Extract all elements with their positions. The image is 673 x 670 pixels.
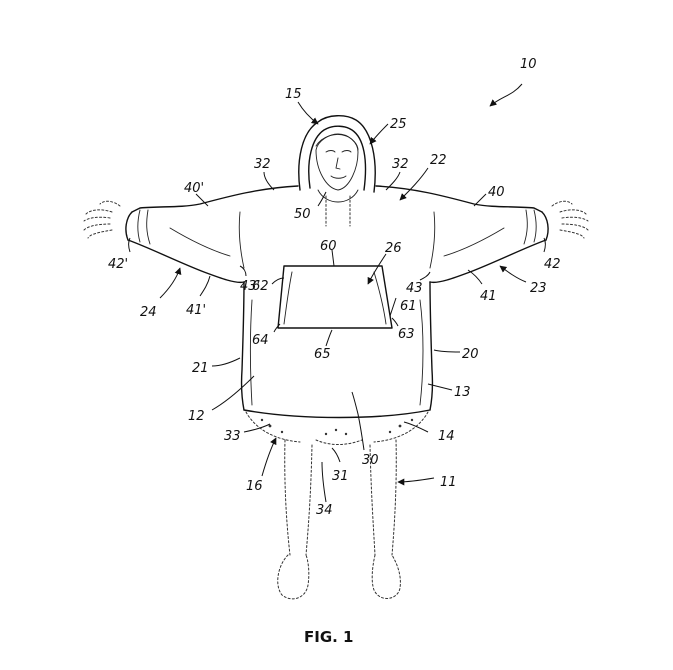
ref-62: 62 [252, 279, 269, 294]
ref-30: 30 [362, 453, 379, 468]
leader-lines [128, 83, 546, 503]
ref-40-prime: 40' [184, 181, 204, 196]
hood [298, 115, 376, 227]
ref-14: 14 [438, 429, 455, 444]
ref-12: 12 [188, 409, 205, 424]
left-sleeve [125, 185, 299, 284]
ref-24: 24 [140, 305, 157, 320]
right-sleeve [375, 185, 549, 284]
ref-41-prime: 41' [186, 303, 206, 318]
person-outline [83, 133, 589, 600]
ref-10: 10 [520, 57, 537, 72]
ref-42-prime: 42' [108, 257, 128, 272]
garment-body [240, 281, 434, 445]
ref-40: 40 [488, 185, 505, 200]
ref-25: 25 [390, 117, 407, 132]
ref-61: 61 [400, 299, 417, 314]
ref-11: 11 [440, 475, 457, 490]
ref-31: 31 [332, 469, 349, 484]
ref-64: 64 [252, 333, 269, 348]
ref-41: 41 [480, 289, 497, 304]
ref-21: 21 [192, 361, 209, 376]
ref-23: 23 [530, 281, 547, 296]
ref-43-prime: 43' [240, 279, 260, 294]
ref-32-left: 32 [254, 157, 271, 172]
ref-15: 15 [285, 87, 302, 102]
ref-34: 34 [316, 503, 333, 518]
ref-42: 42 [544, 257, 561, 272]
front-pocket [277, 265, 393, 329]
ref-22: 22 [430, 153, 447, 168]
ref-63: 63 [398, 327, 415, 342]
ref-33: 33 [224, 429, 241, 444]
ref-32-right: 32 [392, 157, 409, 172]
ref-13: 13 [454, 385, 471, 400]
ref-20: 20 [462, 347, 479, 362]
ref-43: 43 [406, 281, 423, 296]
ref-26: 26 [385, 241, 402, 256]
ref-60: 60 [320, 239, 337, 254]
figure-caption: FIG. 1 [304, 628, 354, 646]
ref-16: 16 [246, 479, 263, 494]
reference-numerals: 10 15 25 32 32 22 40' 40 50 60 26 42' 42… [108, 57, 561, 646]
ref-65: 65 [314, 347, 331, 362]
ref-50: 50 [294, 207, 311, 222]
